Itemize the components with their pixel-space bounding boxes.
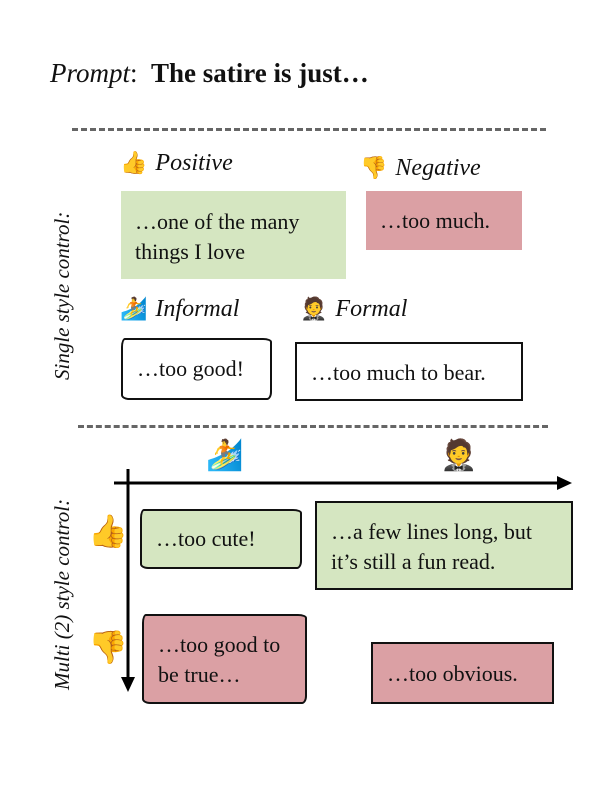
informal-box: …too good! [121,338,272,400]
prompt-line: Prompt: The satire is just… [50,58,369,89]
negative-box: …too much. [366,191,522,250]
thumbs-down-icon: 👎 [360,156,388,181]
negative-text: …too much. [380,208,490,233]
positive-header: 👍 Positive [120,150,233,177]
informal-negative-text: …too good to be true… [158,632,281,687]
y-axis-thumbs-up-icon: 👍 [88,512,128,550]
negative-label: Negative [395,155,481,181]
informal-text: …too good! [137,356,244,381]
formal-negative-text: …too obvious. [387,661,518,686]
y-axis-thumbs-down-icon: 👎 [88,628,128,666]
formal-box: …too much to bear. [295,342,523,401]
informal-positive-box: …too cute! [140,509,302,569]
informal-header: 🏄 Informal [120,296,239,323]
top-divider [72,128,546,131]
middle-divider [78,425,548,428]
formal-label: Formal [335,296,408,322]
informal-negative-box: …too good to be true… [142,614,307,704]
prompt-colon: : [130,58,152,88]
formal-text: …too much to bear. [311,360,486,385]
negative-header: 👎 Negative [360,155,481,182]
y-axis-arrowhead [121,677,135,692]
positive-box: …one of the many things I love [121,191,346,279]
positive-text: …one of the many things I love [135,209,300,264]
x-axis-surfer-icon: 🏄 [206,438,244,473]
formal-positive-text: …a few lines long, but it’s still a fun … [331,519,533,574]
formal-negative-box: …too obvious. [371,642,554,704]
formal-positive-box: …a few lines long, but it’s still a fun … [315,501,573,590]
formal-header: 🤵 Formal [300,296,407,323]
person-in-tuxedo-icon: 🤵 [300,297,328,322]
x-axis-tuxedo-icon: 🤵 [440,438,478,473]
positive-label: Positive [155,150,233,176]
informal-label: Informal [155,296,240,322]
informal-positive-text: …too cute! [156,526,256,551]
thumbs-up-icon: 👍 [120,151,148,176]
surfer-icon: 🏄 [120,297,148,322]
prompt-label: Prompt [50,58,130,88]
prompt-text: The satire is just… [151,58,369,88]
x-axis-arrowhead [557,476,572,490]
